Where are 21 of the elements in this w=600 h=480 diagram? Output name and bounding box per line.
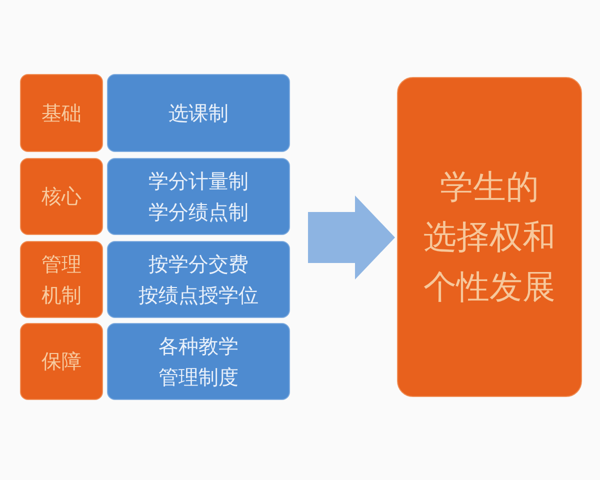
result-text: 学生的选择权和个性发展 [424,166,556,308]
content-box [107,323,290,400]
content-text: 各种教学管理制度 [158,332,238,390]
content-text: 选课制 [168,100,228,126]
category-box [20,323,103,400]
category-label: 核心 [42,183,82,210]
result-box [397,77,582,397]
content-text: 学分计量制 [148,168,248,194]
category-box [20,241,103,318]
category-label: 保障 [42,348,82,375]
content-box [107,241,290,318]
category-box [20,158,103,235]
content-text: 按绩点授学位 [138,282,258,308]
category-label: 基础 [42,100,82,126]
content-text: 学分绩点制 [148,198,248,226]
block-arrow [308,196,395,280]
content-text: 按学分交费 [148,250,248,278]
content-box [107,74,290,152]
category-box [20,74,103,152]
content-box [107,158,290,235]
category-label: 管理机制 [42,250,82,308]
